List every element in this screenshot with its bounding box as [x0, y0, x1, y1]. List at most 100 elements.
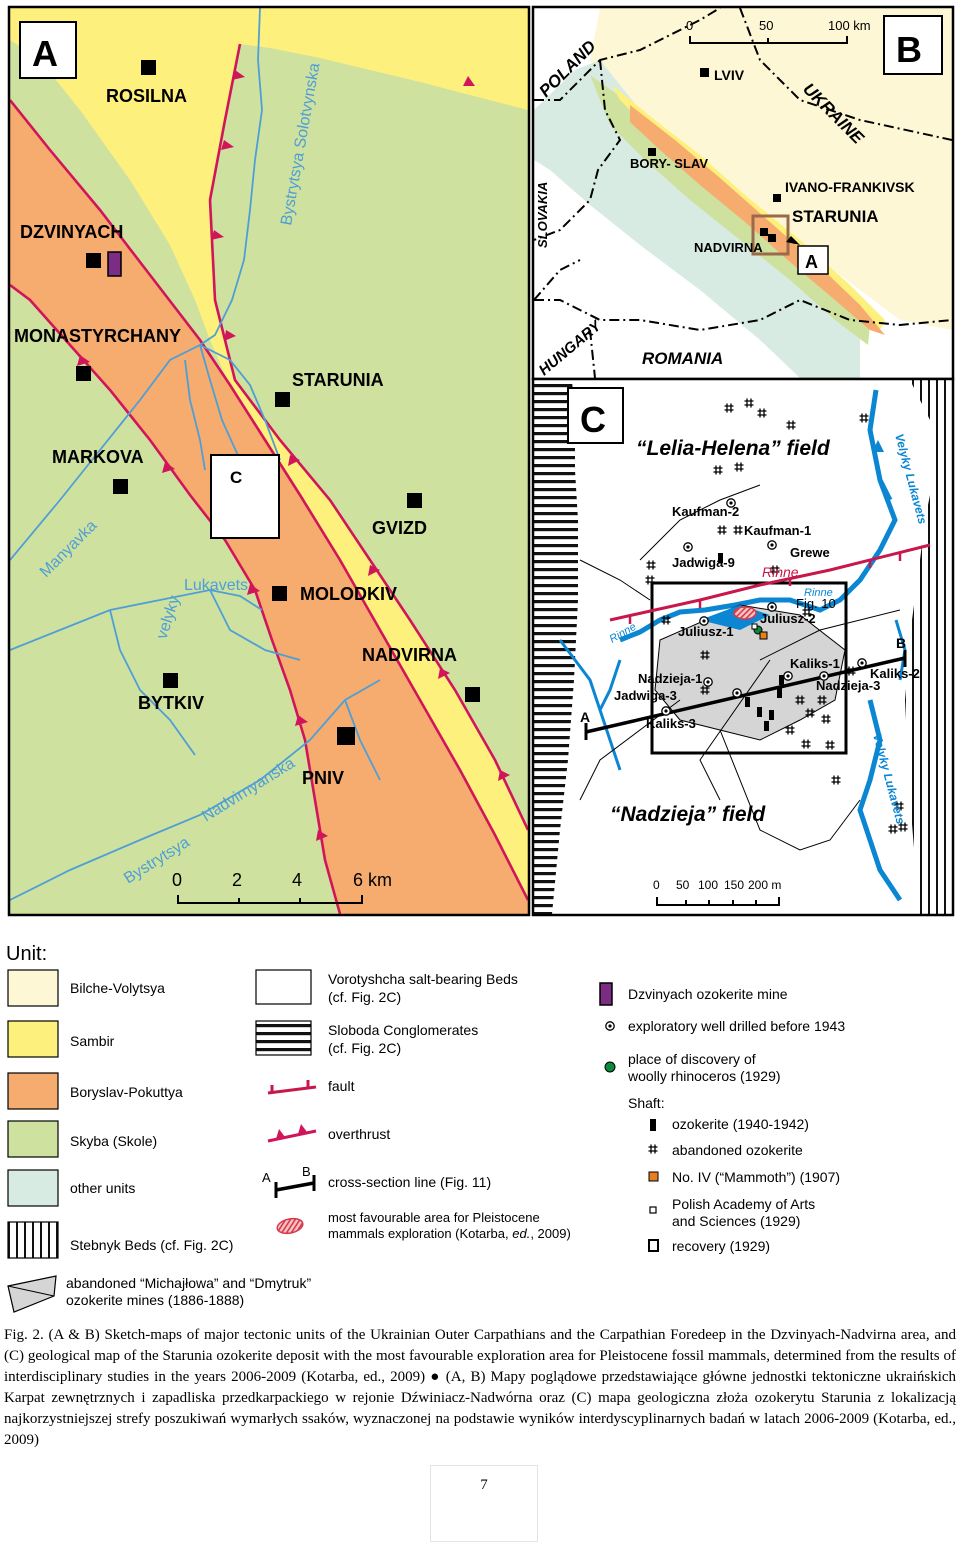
scale-a-tick-0: 0: [172, 870, 182, 890]
legend-mammoth-symbol: [648, 1171, 659, 1182]
stebnyk-beds-area: [905, 380, 952, 914]
legend-abandoned-mines-1: abandoned “Michajłowa” and “Dmytruk”: [66, 1275, 311, 1291]
river-lukavets: Lukavets: [184, 577, 248, 594]
panel-c-map: C “Lelia-Helena” field “Nadzieja” field …: [534, 380, 952, 914]
legend-shaft-mammoth: No. IV (“Mammoth”) (1907): [672, 1169, 840, 1185]
legend-abandoned-mines-symbol: [7, 1275, 57, 1313]
panel-b-letter-box: [883, 15, 943, 75]
city-nadvirna: NADVIRNA: [694, 240, 763, 255]
legend-ozokerite-shaft-symbol: [650, 1119, 656, 1131]
city-boryslav: BORY- SLAV: [630, 156, 708, 171]
scale-a-tick-2: 2: [232, 870, 242, 890]
overthrust-east: [208, 43, 528, 831]
place-bytkiv: BYTKIV: [138, 693, 204, 713]
panel-c-letter: C: [580, 399, 606, 440]
scale-bar-c: 0 50 100 150 200 m: [653, 878, 781, 906]
legend-mine-symbol: [599, 982, 613, 1006]
legend-recovery-symbol: [648, 1239, 659, 1252]
velyky-lukavets-river: [619, 389, 898, 643]
scale-a-tick-4: 4: [292, 870, 302, 890]
legend-favourable-symbol: [276, 1217, 304, 1235]
panel-a-inset-box: [797, 245, 829, 275]
well-juliusz2: Juliusz-2: [760, 611, 816, 626]
legend-cross-section-symbol: [274, 1175, 316, 1198]
legend-abandoned-mines-2: ozokerite mines (1886-1888): [66, 1292, 244, 1308]
legend-dzvinyach-mine: Dzvinyach ozokerite mine: [628, 986, 788, 1002]
scale-c-tick-150: 150: [724, 878, 744, 892]
legend-recovery: recovery (1929): [672, 1238, 770, 1254]
well-nadzieja1: Nadzieja-1: [638, 671, 702, 686]
scale-c-tick-0: 0: [653, 878, 660, 892]
well-kaufman1: Kaufman-1: [744, 523, 811, 538]
legend-unit-stebnyk: Stebnyk Beds (cf. Fig. 2C): [70, 1237, 233, 1253]
place-markova: MARKOVA: [52, 447, 144, 467]
rinne-label-2: Rinne: [804, 587, 833, 599]
scale-c-tick-50: 50: [676, 878, 690, 892]
legend-shaft-title: Shaft:: [628, 1095, 665, 1111]
legend-shaft-abandoned: abandoned ozokerite: [672, 1142, 803, 1158]
city-markers-b: [648, 68, 781, 242]
favourable-area: [733, 606, 757, 620]
other-units-area-b: [534, 60, 860, 378]
well-jadwiga3: Jadwiga-3: [614, 688, 677, 703]
legend-title: Unit:: [6, 943, 47, 965]
rinne-label-1: Rinne: [762, 564, 799, 580]
scale-b-tick-100: 100 km: [828, 18, 871, 33]
panel-a-map: C A ROSILNA DZVINYACH MONASTYRCHANY STAR…: [10, 8, 528, 914]
legend-rhino-2: woolly rhinoceros (1929): [627, 1068, 781, 1084]
field-nadzieja: “Nadzieja” field: [610, 803, 766, 826]
well-kaufman2: Kaufman-2: [672, 504, 739, 519]
city-ivano-frankivsk: IVANO-FRANKIVSK: [785, 179, 915, 195]
overthrust-west: [10, 283, 342, 914]
swatch-skyba: [7, 1120, 59, 1158]
scale-b-tick-0: 0: [686, 18, 693, 33]
panel-b-letter: B: [896, 29, 922, 70]
panel-a-inset-label: A: [805, 252, 818, 272]
legend-polish-1: Polish Academy of Arts: [672, 1196, 815, 1212]
well-nadzieja3: Nadzieja-3: [816, 678, 880, 693]
swatch-other-units: [7, 1169, 59, 1207]
bilche-area-b: [590, 8, 952, 330]
legend-cross-section-label: cross-section line (Fig. 11): [328, 1174, 491, 1190]
panel-c-frame: [531, 377, 955, 917]
scale-c-tick-100: 100: [698, 878, 718, 892]
legend-cross-b: B: [302, 1164, 311, 1179]
caption-english: (A & B) Sketch-maps of major tectonic un…: [4, 1327, 956, 1385]
geologic-boundaries-c: [579, 484, 901, 851]
page-number: 7: [430, 1465, 538, 1542]
legend-fault-label: fault: [328, 1078, 355, 1094]
swatch-bilche-volytsya: [7, 969, 59, 1007]
legend-sloboda-2: (cf. Fig. 2C): [328, 1040, 401, 1056]
polish-academy-shaft: [751, 623, 758, 630]
legend-fault-symbol: [267, 1080, 317, 1095]
sloboda-conglomerates-area: [534, 380, 578, 914]
scale-bar-a: 0 2 4 6 km: [172, 870, 392, 904]
swatch-boryslav-pokuttya: [7, 1072, 59, 1110]
place-pniv: PNIV: [302, 768, 344, 788]
place-starunia: STARUNIA: [292, 370, 384, 390]
legend-overthrust-symbol: [267, 1124, 317, 1143]
borders-b: [534, 8, 952, 378]
legend-vorotyshcha-2: (cf. Fig. 2C): [328, 989, 401, 1005]
panel-a-letter-box: [19, 21, 77, 79]
legend-unit-boryslav: Boryslav-Pokuttya: [70, 1084, 183, 1100]
legend-unit-skyba: Skyba (Skole): [70, 1133, 157, 1149]
place-rosilna: ROSILNA: [106, 86, 187, 106]
section-b-label: B: [896, 635, 906, 651]
legend-unit-bilche: Bilche-Volytsya: [70, 980, 165, 996]
legend-rhino-1: place of discovery of: [628, 1051, 756, 1067]
field-lelia-helena: “Lelia-Helena” field: [636, 437, 831, 460]
swatch-sloboda: [255, 1020, 312, 1056]
place-monastyrchany: MONASTYRCHANY: [14, 326, 181, 346]
panel-a-frame: [7, 5, 531, 917]
boryslav-area-b: [630, 105, 885, 335]
well-jadwiga9: Jadwiga-9: [672, 555, 735, 570]
well-kaliks1: Kaliks-1: [790, 656, 840, 671]
shaft-markers-ozokerite: [718, 553, 784, 731]
legend-well-symbol: [605, 1021, 615, 1031]
legend-polish-academy-symbol: [649, 1206, 657, 1214]
legend-vorotyshcha-1: Vorotyshcha salt-bearing Beds: [328, 971, 518, 987]
legend-favourable-2: mammals exploration (Kotarba, ed., 2009): [328, 1226, 571, 1241]
legend-favourable-1: most favourable area for Pleistocene: [328, 1210, 540, 1225]
